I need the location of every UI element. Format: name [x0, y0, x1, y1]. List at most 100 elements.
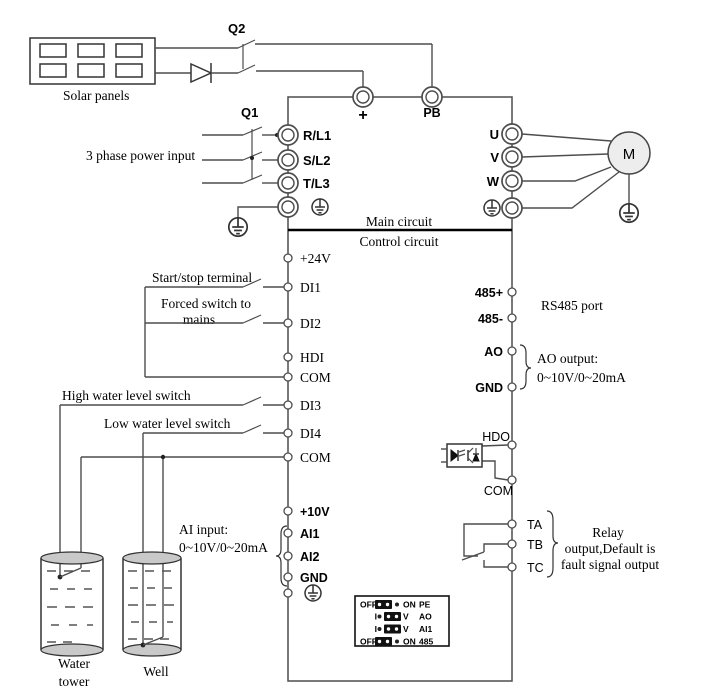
relay-label-3: fault signal output — [561, 557, 659, 572]
dip-jumper — [375, 600, 392, 609]
terminal-com-right — [507, 475, 517, 485]
v-label: V — [490, 150, 499, 165]
high-water-label: High water level switch — [62, 388, 191, 403]
terminal-com2 — [283, 452, 293, 462]
terminal-485p — [507, 287, 517, 297]
dip-row4-left: OFF — [360, 637, 377, 647]
q1-label: Q1 — [241, 105, 258, 120]
ground-left — [227, 206, 278, 238]
dip-row2-left: I — [375, 612, 377, 622]
pb-label: PB — [423, 106, 440, 120]
solar-panels-label: Solar panels — [63, 88, 129, 103]
inverter-box: Main circuit Control circuit — [287, 96, 513, 682]
dip-row1-mid: ON — [403, 600, 416, 610]
dip-row2-right: AO — [419, 612, 432, 622]
water-tower-tank: Water tower — [40, 551, 104, 689]
water-dashes — [128, 570, 176, 640]
hdo-optocoupler — [441, 443, 509, 481]
dip-row4-mid: ON — [403, 637, 416, 647]
pe-ground-icon — [311, 198, 329, 216]
terminal-ai2 — [283, 551, 293, 561]
q2-label: Q2 — [228, 21, 245, 36]
dip-jumper — [375, 637, 392, 646]
terminal-24v — [283, 253, 293, 263]
control-circuit-label: Control circuit — [359, 234, 438, 249]
relay-brace — [546, 510, 559, 578]
water-dashes — [47, 570, 97, 643]
terminal-ai1 — [283, 528, 293, 538]
tb-label: TB — [527, 538, 543, 552]
ai-input-label-2: 0~10V/0~20mA — [179, 540, 268, 555]
com-right-label: COM — [484, 484, 513, 498]
485p-label: 485+ — [475, 286, 503, 300]
motor-group: M — [521, 131, 651, 224]
solar-panel: Solar panels — [29, 37, 156, 103]
24v-label: +24V — [300, 251, 331, 266]
terminal-tb — [507, 539, 517, 549]
r-l1-label: R/L1 — [303, 128, 331, 143]
input-terminals: R/L1 S/L2 T/L3 — [277, 124, 331, 218]
three-phase-label: 3 phase power input — [86, 148, 195, 163]
terminal-ao — [507, 346, 517, 356]
top-terminals: + PB — [352, 86, 443, 124]
di4-label: DI4 — [300, 426, 321, 441]
terminal-di3 — [283, 400, 293, 410]
main-circuit-label: Main circuit — [366, 214, 433, 229]
tc-label: TC — [527, 561, 544, 575]
hdi-label: HDI — [300, 350, 324, 365]
ai1-label: AI1 — [300, 527, 320, 541]
diode-icon — [472, 452, 480, 462]
terminal-hdi — [283, 352, 293, 362]
dip-jumper — [384, 612, 401, 621]
output-terminals: U V W — [483, 123, 523, 219]
forced-switch-label-2: mains — [183, 312, 215, 327]
rs485-label: RS485 port — [541, 298, 603, 313]
t-l3-label: T/L3 — [303, 176, 330, 191]
di1-label: DI1 — [300, 280, 321, 295]
485n-label: 485- — [478, 312, 503, 326]
breaker-q1: Q1 — [241, 105, 279, 184]
w-label: W — [487, 174, 500, 189]
pe-ground-icon — [618, 202, 640, 224]
di-wiring: Start/stop terminal Forced switch to mai… — [59, 270, 284, 645]
ai-annotation: AI input: 0~10V/0~20mA — [179, 522, 288, 587]
com1-label: COM — [300, 370, 331, 385]
terminal-10v — [283, 506, 293, 516]
ta-label: TA — [527, 518, 543, 532]
terminal-gnd-right — [507, 382, 517, 392]
ao-output-label-1: AO output: — [537, 351, 598, 366]
terminal-485n — [507, 313, 517, 323]
well-label: Well — [143, 664, 168, 679]
relay-label-1: Relay — [592, 525, 624, 540]
hdo-label: HDO — [482, 430, 510, 444]
di3-label: DI3 — [300, 398, 321, 413]
dip-row-2: I V AO — [375, 612, 433, 622]
terminal-gnd-left — [283, 572, 293, 582]
pe-ground-icon — [304, 584, 322, 602]
dip-row2-mid: V — [403, 612, 409, 622]
gnd-left-label: GND — [300, 571, 328, 585]
dip-row-1: OFF ON PE — [360, 600, 431, 610]
ai-brace — [275, 525, 288, 587]
terminal-com1 — [283, 372, 293, 382]
start-stop-label: Start/stop terminal — [152, 270, 252, 285]
breaker-q2: Q2 — [155, 21, 433, 88]
dip-row1-left: OFF — [360, 600, 377, 610]
led-icon — [450, 448, 459, 463]
dip-row-4: OFF ON 485 — [360, 637, 433, 647]
ai-input-label-1: AI input: — [179, 522, 228, 537]
com2-label: COM — [300, 450, 331, 465]
terminal-di2 — [283, 318, 293, 328]
terminal-ta — [507, 519, 517, 529]
ao-annotation: AO output: 0~10V/0~20mA — [519, 344, 626, 390]
ai2-label: AI2 — [300, 550, 320, 564]
u-label: U — [490, 127, 499, 142]
dip-row3-mid: V — [403, 624, 409, 634]
dip-row3-right: AI1 — [419, 624, 433, 634]
relay-label-2: output,Default is — [565, 541, 656, 556]
pv-diode — [155, 62, 238, 84]
well-tank: Well — [122, 551, 182, 679]
dip-row4-right: 485 — [419, 637, 433, 647]
rs485-annotation: RS485 port — [541, 298, 603, 313]
